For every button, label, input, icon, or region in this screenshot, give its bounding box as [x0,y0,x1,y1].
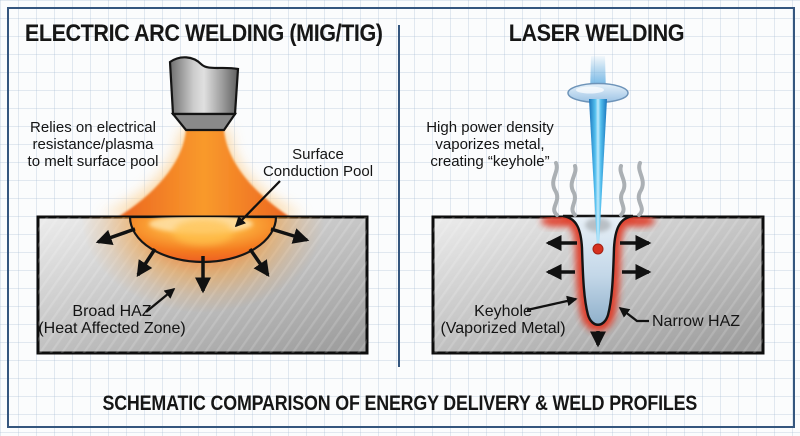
laser-description-label: High power density vaporizes metal, crea… [426,119,554,170]
vapor-spot [592,243,604,255]
broad-haz-label: Broad HAZ (Heat Affected Zone) [38,303,186,337]
footer-caption: SCHEMATIC COMPARISON OF ENERGY DELIVERY … [102,392,698,415]
keyhole-label: Keyhole (Vaporized Metal) [440,303,566,337]
narrow-heat-arrows [545,234,652,348]
laser-welding-diagram [431,56,765,355]
heat-conduction-arrows [95,227,310,294]
laser-beam [567,56,629,246]
weld-pool [128,217,278,264]
right-panel-title: LASER WELDING [508,20,684,47]
surface-pool-label: Surface Conduction Pool [262,146,374,180]
narrow-haz-label: Narrow HAZ [652,313,741,330]
keyhole-pointer [526,295,578,312]
surface-pool-pointer [234,180,281,228]
arc-welding-diagram [36,56,369,355]
vapor-plume-lines [551,161,645,217]
arc-description-label: Relies on electrical resistance/plasma t… [27,119,159,170]
left-panel-title: ELECTRIC ARC WELDING (MIG/TIG) [25,20,383,47]
arc-flame [118,129,290,217]
panel-divider [398,25,400,367]
torch-electrode-icon [168,56,240,132]
narrow-haz-pointer [618,307,649,323]
broad-haz-pointer [145,287,176,313]
